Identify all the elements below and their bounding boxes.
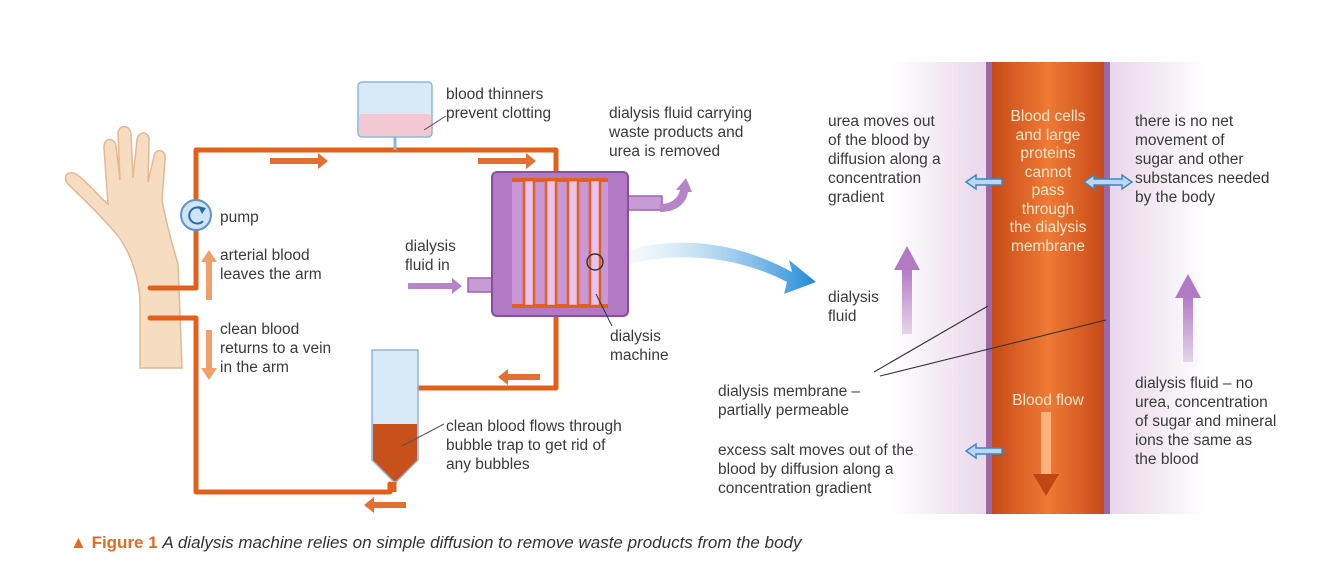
label-pump: pump — [220, 209, 259, 226]
flow-arrow-top-1 — [270, 153, 328, 169]
pump-rotor-arrowhead — [198, 206, 206, 214]
blood-flow-arrow-head — [1033, 474, 1059, 496]
fluid-out-arrow — [660, 178, 692, 212]
blood-flow-arrow-shaft — [1041, 412, 1051, 478]
trap-pointer — [401, 423, 445, 447]
salt-diffusion-arrow — [964, 442, 1003, 460]
label-fluid-in: dialysis fluid in — [405, 238, 456, 274]
machine-tube-1 — [522, 178, 536, 308]
bubble-trap — [371, 349, 445, 492]
dialysis-machine — [467, 171, 663, 327]
machine-tube-3 — [566, 178, 580, 308]
zoom-arrow — [598, 242, 816, 294]
machine-tube-2 — [544, 178, 558, 308]
label-blood-cells: Blood cells and large proteins cannot pa… — [1009, 108, 1087, 255]
machine-tube-4 — [588, 178, 602, 308]
flow-arrow-bottom — [498, 369, 540, 385]
flow-arrow-arterial — [201, 250, 217, 300]
blood-thinners-bag — [357, 81, 447, 150]
caption-figure-number: Figure 1 — [91, 533, 158, 552]
membrane-pointer-left — [873, 305, 989, 373]
bag-pointer — [423, 115, 447, 131]
fluid-up-arrow-left-shaft — [902, 268, 912, 334]
label-bubble-trap: clean blood flows through bubble trap to… — [446, 418, 622, 473]
urea-diffusion-arrow — [964, 173, 1003, 191]
tube-return — [147, 315, 393, 495]
tube-flow-arrows — [201, 153, 540, 513]
flow-arrow-return — [201, 330, 217, 380]
fluid-up-arrow-left-head — [894, 246, 920, 270]
hand — [64, 125, 183, 369]
pump-body — [180, 199, 212, 231]
trap-blood — [373, 424, 417, 481]
label-fluid-no-urea: dialysis fluid – no urea, concentration … — [1135, 375, 1277, 468]
caption-text: A dialysis machine relies on simple diff… — [162, 533, 802, 552]
pump — [180, 199, 212, 231]
membrane-right — [1104, 62, 1110, 514]
label-arterial-blood: arterial blood leaves the arm — [220, 247, 322, 283]
fluid-up-arrow-right-head — [1175, 274, 1201, 298]
label-no-net-movement: there is no net movement of sugar and ot… — [1135, 113, 1270, 206]
label-blood-flow: Blood flow — [1012, 392, 1084, 409]
label-urea-moves: urea moves out of the blood by diffusion… — [828, 113, 941, 206]
flow-arrow-top-2 — [478, 153, 536, 169]
label-clean-blood-returns: clean blood returns to a vein in the arm — [220, 321, 332, 376]
label-dialysis-fluid: dialysis fluid — [828, 289, 879, 325]
zoom-circle — [586, 253, 604, 271]
bag-liquid — [359, 114, 431, 136]
pump-rotor-icon — [188, 206, 204, 225]
membrane-panel — [873, 62, 1208, 514]
label-dialysis-machine: dialysis machine — [610, 328, 669, 364]
fluid-up-arrow-right-shaft — [1183, 296, 1193, 362]
fluid-in-arrow — [408, 278, 462, 294]
flow-arrow-bubble-out — [364, 497, 406, 513]
membrane-pointer-right — [879, 319, 1107, 377]
label-dialysis-membrane: dialysis membrane – partially permeable — [718, 383, 861, 419]
membrane-left — [986, 62, 992, 514]
no-net-movement-arrow — [1082, 173, 1134, 191]
figure-caption: ▲ Figure 1 A dialysis machine relies on … — [70, 533, 801, 553]
label-fluid-removed: dialysis fluid carrying waste products a… — [609, 105, 752, 160]
tube-arterial — [147, 147, 559, 291]
hand-illustration — [64, 125, 183, 369]
label-blood-thinners: blood thinners prevent clotting — [446, 86, 552, 122]
machine-pointer — [595, 293, 613, 327]
label-excess-salt: excess salt moves out of the blood by di… — [718, 442, 914, 497]
caption-marker-icon: ▲ — [70, 533, 87, 552]
